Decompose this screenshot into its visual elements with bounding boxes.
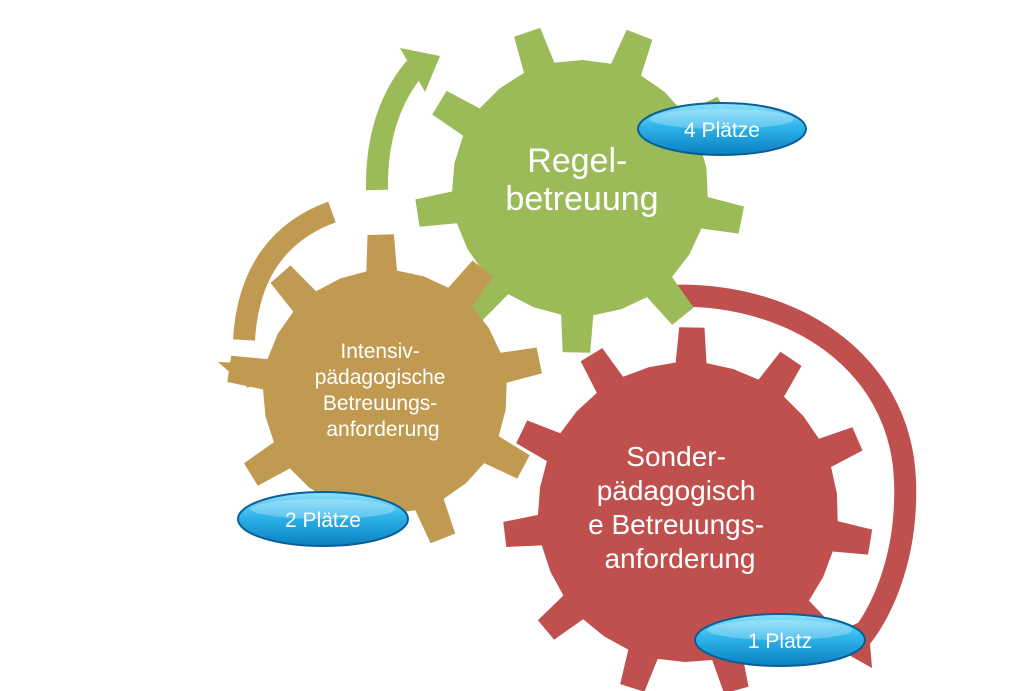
intensiv-label: Intensiv- pädagogische Betreuungs- anfor… bbox=[315, 340, 452, 441]
sonder-label-line: Sonder- bbox=[626, 441, 726, 472]
green-cycle-arrow bbox=[365, 60, 424, 191]
regel-label-line: betreuung bbox=[505, 180, 658, 218]
sonder-label-line: anforderung bbox=[604, 543, 755, 574]
badge-sonder: 1 Platz bbox=[694, 613, 866, 667]
intensiv-label-line: Betreuungs- bbox=[323, 392, 437, 415]
sonder-gear-shape bbox=[503, 327, 873, 691]
sonder-label-line: e Betreuungs- bbox=[588, 509, 764, 540]
tan-cycle-arrow bbox=[233, 201, 336, 341]
sonder-label-line: pädagogisch bbox=[597, 475, 756, 506]
intensiv-label-line: anforderung bbox=[326, 418, 439, 441]
sonder-gear bbox=[503, 327, 873, 691]
badge-intensiv-text: 2 Plätze bbox=[285, 509, 361, 532]
intensiv-gear bbox=[227, 234, 542, 546]
badge-regel-text: 4 Plätze bbox=[684, 119, 760, 142]
badge-intensiv: 2 Plätze bbox=[237, 491, 409, 547]
regelbetreuung-gear bbox=[415, 27, 744, 353]
regel-label-line: Regel- bbox=[527, 142, 627, 180]
intensiv-gear-shape bbox=[227, 234, 542, 546]
regel-gear-shape bbox=[415, 27, 744, 353]
intensiv-label-line: Intensiv- bbox=[340, 340, 419, 363]
sonder-label: Sonder- pädagogisch e Betreuungs- anford… bbox=[588, 441, 772, 574]
badge-sonder-text: 1 Platz bbox=[748, 630, 812, 653]
badge-regel: 4 Plätze bbox=[637, 102, 807, 156]
intensiv-label-line: pädagogische bbox=[315, 366, 446, 389]
red-cycle-arrow bbox=[665, 284, 917, 658]
regel-label: Regel- betreuung bbox=[505, 142, 658, 218]
green-arrow-head bbox=[400, 48, 440, 92]
